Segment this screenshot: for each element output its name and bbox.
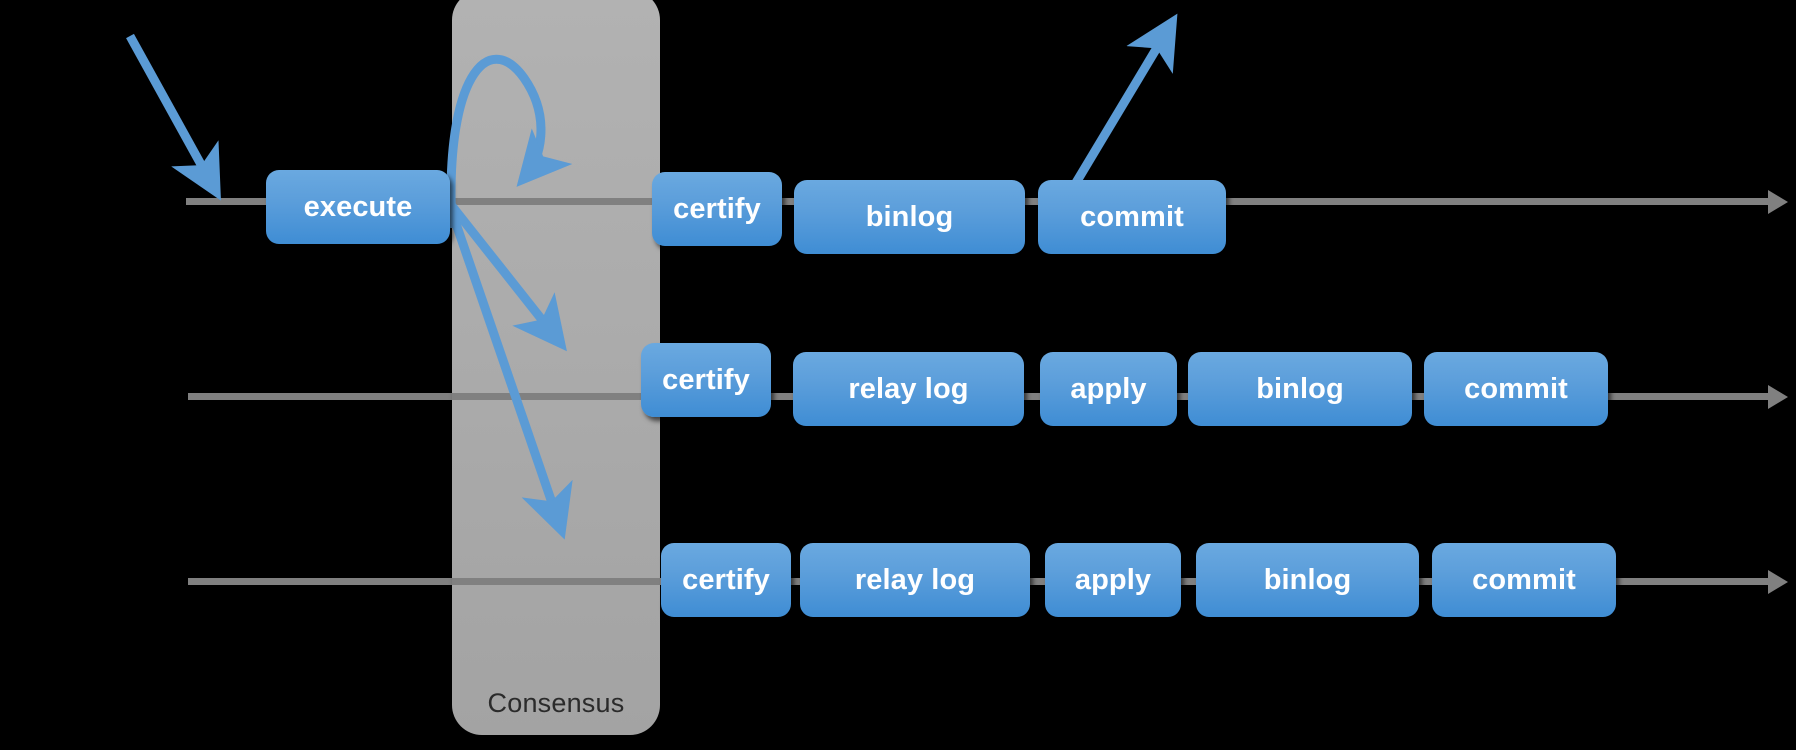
consensus-band bbox=[452, 0, 660, 735]
stage-box-label: apply bbox=[1074, 563, 1152, 596]
timeline-row-1-arrowhead bbox=[1768, 190, 1788, 214]
timeline-row-2-left bbox=[188, 393, 658, 400]
stage-box-replica-two-commit[interactable]: commit bbox=[1432, 543, 1616, 617]
stage-box-label: apply bbox=[1070, 372, 1147, 405]
stage-box-replica-one-binlog[interactable]: binlog bbox=[1188, 352, 1412, 426]
stage-box-label: relay log bbox=[848, 372, 969, 405]
stage-box-label: certify bbox=[682, 563, 770, 596]
stage-box-replica-one-apply[interactable]: apply bbox=[1040, 352, 1177, 426]
client-response-out-arrow bbox=[1064, 13, 1178, 199]
stage-box-label: execute bbox=[303, 190, 413, 223]
client-request-in-arrow bbox=[126, 33, 221, 201]
stage-box-originating-server-execute[interactable]: execute bbox=[266, 170, 450, 244]
stage-box-label: commit bbox=[1472, 563, 1576, 596]
stage-box-label: binlog bbox=[865, 200, 954, 233]
stage-box-label: certify bbox=[662, 363, 750, 396]
stage-box-label: certify bbox=[673, 192, 761, 225]
stage-box-replica-one-certify[interactable]: certify bbox=[641, 343, 771, 417]
timeline-row-2-arrowhead bbox=[1768, 385, 1788, 409]
stage-box-originating-server-certify[interactable]: certify bbox=[652, 172, 782, 246]
timeline-row-3-left bbox=[188, 578, 658, 585]
stage-box-label: commit bbox=[1080, 200, 1184, 233]
stage-box-label: commit bbox=[1464, 372, 1568, 405]
stage-box-label: relay log bbox=[854, 563, 976, 596]
stage-box-replica-one-commit[interactable]: commit bbox=[1424, 352, 1608, 426]
stage-box-replica-two-certify[interactable]: certify bbox=[661, 543, 791, 617]
consensus-label: Consensus bbox=[487, 688, 625, 718]
stage-box-replica-two-relay-log[interactable]: relay log bbox=[800, 543, 1030, 617]
stage-box-replica-two-apply[interactable]: apply bbox=[1045, 543, 1181, 617]
stage-box-originating-server-binlog[interactable]: binlog bbox=[794, 180, 1025, 254]
stage-box-label: binlog bbox=[1263, 563, 1352, 596]
stage-box-label: binlog bbox=[1256, 372, 1344, 405]
stage-box-replica-one-relay-log[interactable]: relay log bbox=[793, 352, 1024, 426]
timeline-row-3-arrowhead bbox=[1768, 570, 1788, 594]
stage-box-originating-server-commit[interactable]: commit bbox=[1038, 180, 1226, 254]
stage-box-replica-two-binlog[interactable]: binlog bbox=[1196, 543, 1419, 617]
